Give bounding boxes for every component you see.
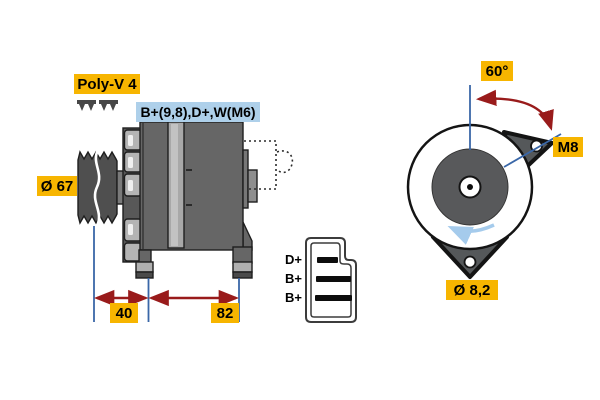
angle-arc-arrow — [475, 89, 554, 131]
poly-v-belt-icon — [77, 100, 118, 111]
m8-axis-line — [503, 133, 562, 168]
pin-slot-bplus-1 — [316, 276, 351, 282]
mounting-foot-left — [135, 249, 154, 279]
pulley-diameter-label: Ø 67 — [37, 176, 77, 196]
dimension-lines — [93, 226, 240, 322]
dimension-40-label: 40 — [110, 303, 138, 323]
pin-slot-bplus-2 — [315, 295, 352, 301]
connector-pinout: D+ B+ B+ — [285, 237, 357, 323]
belt-type-label: Poly-V 4 — [74, 74, 140, 94]
alternator-side-view: Poly-V 4 B+(9,8),D+,W(M6) Ø 67 40 82 — [37, 74, 294, 323]
pin-slot-dplus — [317, 257, 338, 263]
terminal-clearance-outline — [244, 140, 294, 190]
terminal-label: B+(9,8),D+,W(M6) — [136, 102, 260, 122]
break-line — [93, 149, 101, 227]
pin-label-bplus-2: B+ — [285, 290, 302, 305]
housing — [139, 121, 253, 251]
mount-angle-label: 60° — [481, 61, 513, 81]
pin-label-dplus: D+ — [285, 252, 302, 267]
shaft-center-dot — [467, 184, 473, 190]
svg-text:Poly-V 4: Poly-V 4 — [77, 76, 137, 93]
dimension-82-label: 82 — [211, 303, 239, 323]
pin-label-bplus-1: B+ — [285, 271, 302, 286]
svg-text:M8: M8 — [558, 139, 579, 156]
terminal-stud — [242, 149, 258, 209]
svg-text:82: 82 — [217, 305, 234, 322]
svg-text:Ø 67: Ø 67 — [41, 178, 74, 195]
bottom-mount-hole — [463, 255, 477, 269]
rotation-arrow-icon — [447, 223, 495, 245]
svg-text:60°: 60° — [486, 63, 509, 80]
svg-text:Ø 8,2: Ø 8,2 — [454, 282, 491, 299]
mounting-foot-right — [232, 246, 253, 279]
alternator-rear-view: 60° M8 Ø 8,2 — [406, 61, 583, 300]
bolt-thread-label: M8 — [553, 137, 583, 157]
svg-text:B+(9,8),D+,W(M6): B+(9,8),D+,W(M6) — [140, 104, 255, 120]
svg-text:40: 40 — [116, 305, 133, 322]
pulley — [77, 149, 118, 227]
mount-hole-diameter-label: Ø 8,2 — [446, 280, 498, 300]
